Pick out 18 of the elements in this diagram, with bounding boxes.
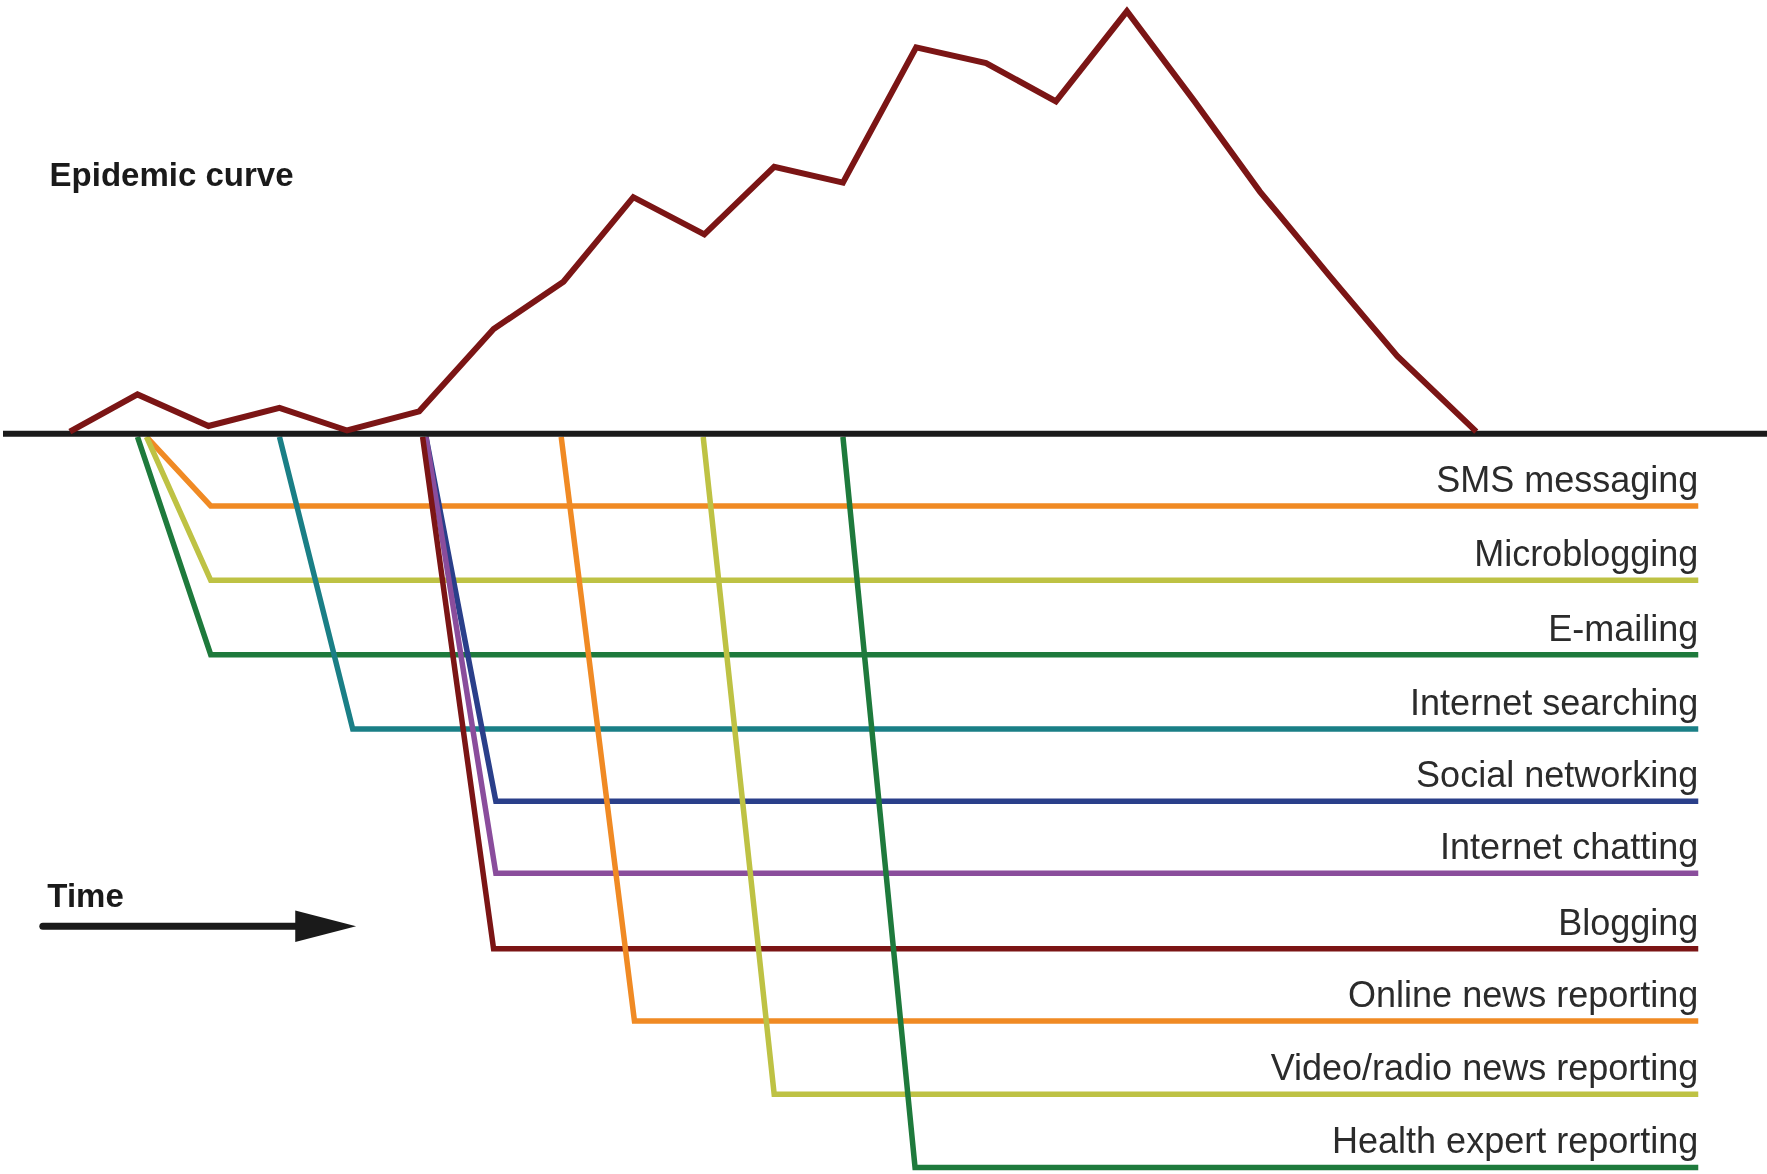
channel-label: Social networking <box>1416 757 1699 794</box>
channel-label: Internet chatting <box>1440 829 1699 866</box>
channel-label: Blogging <box>1558 904 1699 941</box>
channel-line <box>134 436 1699 658</box>
channel-label: Internet searching <box>1410 685 1699 722</box>
axis-label: Time <box>47 879 124 912</box>
channel-line <box>144 435 1699 584</box>
channel-line <box>700 436 1699 1097</box>
channel-label: SMS messaging <box>1436 461 1699 498</box>
channel-line <box>558 436 1699 1024</box>
channel-label: Microblogging <box>1474 536 1699 573</box>
curve-title: Epidemic curve <box>49 157 294 191</box>
channel-label: Online news reporting <box>1348 976 1699 1013</box>
channel-label: Health expert reporting <box>1332 1123 1699 1160</box>
channel-line <box>276 436 1699 732</box>
channel-line <box>840 436 1699 1171</box>
channel-label: E-mailing <box>1548 610 1699 647</box>
channel-label: Video/radio news reporting <box>1270 1050 1699 1087</box>
